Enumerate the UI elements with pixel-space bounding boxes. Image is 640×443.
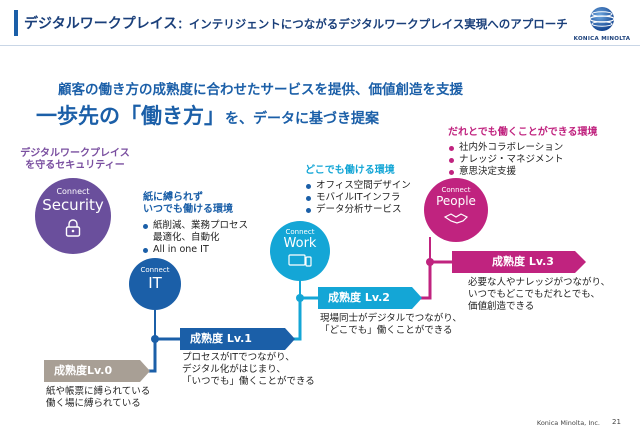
it-bullet: 紙削減、業務プロセス 最適化、自動化 bbox=[142, 220, 272, 244]
lv3-arrow-tip bbox=[575, 251, 586, 273]
step-line-3 bbox=[412, 260, 452, 300]
level-2-description: 現場同士がデジタルでつながり、 「どこでも」働くことができる bbox=[320, 313, 462, 336]
maturity-level-0: 成熟度Lv.0 bbox=[44, 360, 140, 382]
people-bullet: 意思決定支援 bbox=[448, 166, 598, 178]
security-name: Security bbox=[42, 196, 104, 214]
headline-secondary: 一歩先の「働き方」を、データに基づき提案 bbox=[36, 100, 379, 130]
work-title: どこでも働ける環境 bbox=[305, 165, 395, 176]
connect-it-circle: Connect IT bbox=[129, 258, 181, 310]
people-name: People bbox=[436, 194, 476, 208]
handshake-icon bbox=[443, 213, 469, 224]
it-bullet: All in one IT bbox=[142, 244, 272, 256]
connect-people-circle: Connect People bbox=[424, 178, 488, 242]
devices-icon bbox=[288, 254, 312, 267]
slide-title: デジタルワークプレイス：インテリジェントにつながるデジタルワークプレイス実現への… bbox=[24, 13, 568, 33]
step-line-1 bbox=[140, 337, 180, 373]
title-separator: ： bbox=[177, 17, 189, 31]
step-line-2 bbox=[285, 296, 318, 341]
logo-text: KONICA MINOLTA bbox=[573, 36, 631, 42]
title-subtitle: インテリジェントにつながるデジタルワークプレイス実現へのアプローチ bbox=[188, 17, 568, 31]
work-bullet: データ分析サービス bbox=[305, 204, 435, 216]
it-title: 紙に縛られず いつでも働ける環境 bbox=[143, 192, 233, 215]
work-bullet: オフィス空間デザイン bbox=[305, 180, 435, 192]
company-logo: KONICA MINOLTA bbox=[572, 6, 632, 42]
headline-rest: を、データに基づき提案 bbox=[225, 111, 379, 127]
work-bullet: モバイルITインフラ bbox=[305, 192, 435, 204]
connect-security-circle: Connect Security bbox=[35, 178, 111, 254]
it-connect-label: Connect bbox=[140, 266, 170, 274]
connect-work-circle: Connect Work bbox=[270, 221, 330, 281]
work-connect-label: Connect bbox=[285, 228, 315, 236]
lv0-arrow-tip bbox=[140, 360, 150, 382]
maturity-level-3: 成熟度 Lv.3 bbox=[452, 251, 575, 273]
lv1-arrow-tip bbox=[285, 328, 295, 350]
level-0-description: 紙や帳票に縛られている 働く場に縛られている bbox=[46, 386, 151, 409]
people-bullet: ナレッジ・マネジメント bbox=[448, 154, 598, 166]
maturity-level-1: 成熟度 Lv.1 bbox=[180, 328, 285, 350]
security-connect-label: Connect bbox=[56, 187, 90, 196]
header-bar bbox=[0, 0, 640, 44]
page-number: 21 bbox=[612, 418, 621, 426]
lock-icon bbox=[65, 219, 81, 237]
work-bullet-list: オフィス空間デザイン モバイルITインフラ データ分析サービス bbox=[305, 180, 435, 216]
title-main: デジタルワークプレイス bbox=[24, 16, 178, 32]
it-name: IT bbox=[148, 274, 162, 292]
people-connect-label: Connect bbox=[441, 186, 471, 194]
people-bullet: 社内外コラボレーション bbox=[448, 142, 598, 154]
maturity-level-2: 成熟度 Lv.2 bbox=[318, 287, 412, 309]
headline-primary: 顧客の働き方の成熟度に合わせたサービスを提供、価値創造を支援 bbox=[58, 82, 463, 98]
footer-company: Konica Minolta, Inc. bbox=[536, 419, 600, 427]
headline-emphasis: 一歩先の「働き方」 bbox=[36, 104, 225, 128]
security-caption: デジタルワークプレイス を守るセキュリティー bbox=[20, 148, 130, 171]
level-1-description: プロセスがITでつながり、 デジタル化がはじまり、 「いつでも」働くことができる bbox=[182, 352, 315, 387]
lv2-arrow-tip bbox=[412, 287, 422, 309]
people-bullet-list: 社内外コラボレーション ナレッジ・マネジメント 意思決定支援 bbox=[448, 142, 598, 178]
it-bullet-list: 紙削減、業務プロセス 最適化、自動化 All in one IT bbox=[142, 220, 272, 256]
globe-logo-icon bbox=[589, 7, 615, 31]
work-name: Work bbox=[283, 236, 317, 251]
header-divider bbox=[0, 45, 640, 46]
level-3-description: 必要な人やナレッジがつながり、 いつでもどこでもだれとでも、 価値創造できる bbox=[468, 277, 611, 312]
header-accent bbox=[14, 10, 18, 36]
people-title: だれとでも働くことができる環境 bbox=[448, 127, 598, 138]
